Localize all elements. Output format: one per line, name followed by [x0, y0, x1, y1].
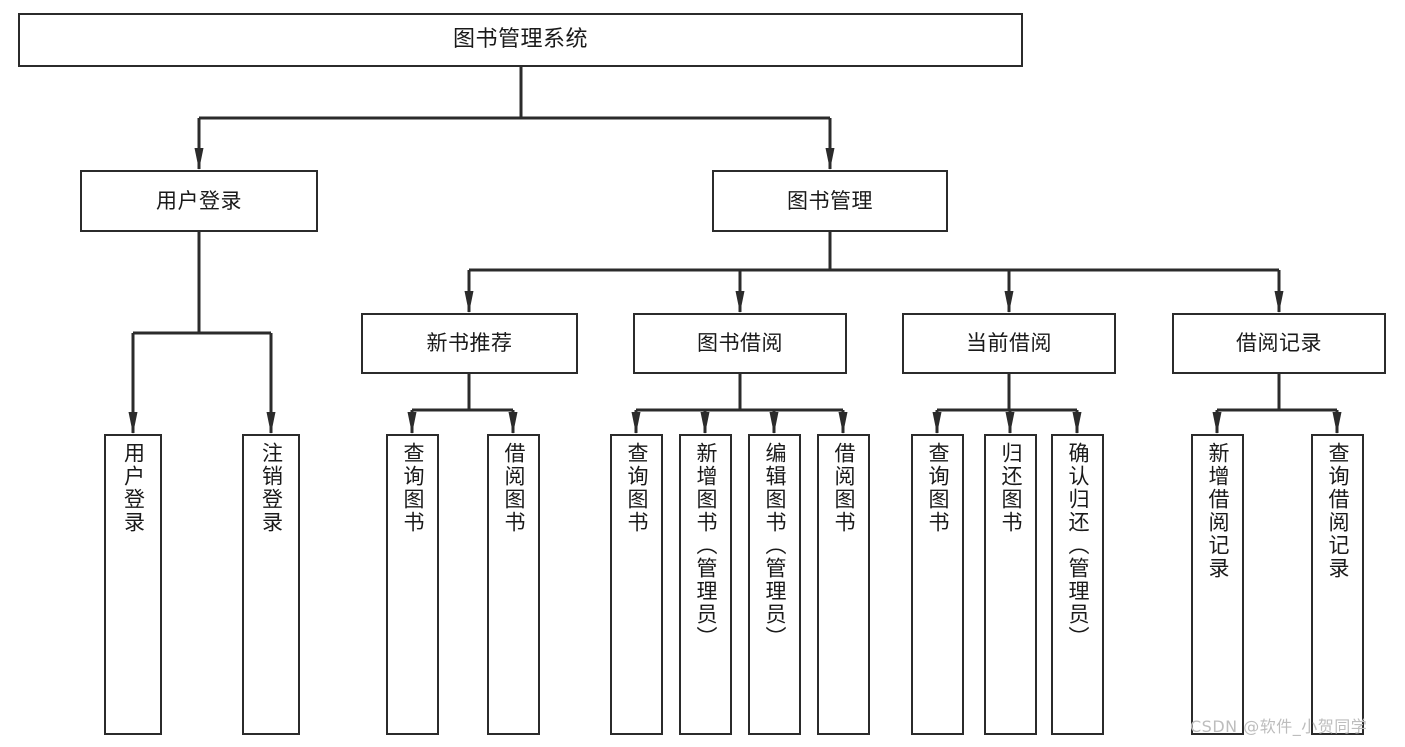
node-label: 借阅记录: [1236, 331, 1322, 356]
arrow-icon-borrow-record-1: [1332, 412, 1342, 434]
arrow-icon-book-manage-1: [735, 291, 745, 313]
node-label: 图书管理系统: [452, 27, 588, 53]
arrow-icon-user-login-0: [128, 412, 138, 434]
arrow-icon-user-login-1: [266, 412, 276, 434]
node-label: 新增图书（管理员）: [694, 442, 718, 649]
node-leaf-add-borrow-record: 新增借阅记录: [1191, 434, 1244, 735]
node-label: 借阅图书: [832, 442, 856, 534]
node-user-login: 用户登录: [80, 170, 318, 232]
arrow-icon-root-1: [825, 148, 835, 170]
node-current-borrow: 当前借阅: [902, 313, 1116, 374]
arrow-icon-borrow-record-0: [1212, 412, 1222, 434]
node-leaf-add-book: 新增图书（管理员）: [679, 434, 732, 735]
node-label: 查询图书: [401, 442, 425, 534]
node-label: 查询借阅记录: [1326, 442, 1350, 580]
node-label: 编辑图书（管理员）: [763, 442, 787, 649]
node-leaf-borrow-book-2: 借阅图书: [817, 434, 870, 735]
arrow-icon-book-manage-3: [1274, 291, 1284, 313]
node-book-borrow: 图书借阅: [633, 313, 847, 374]
node-book-manage: 图书管理: [712, 170, 948, 232]
node-leaf-edit-book: 编辑图书（管理员）: [748, 434, 801, 735]
arrow-icon-current-borrow-0: [932, 412, 942, 434]
arrow-icon-root-0: [194, 148, 204, 170]
node-label: 借阅图书: [502, 442, 526, 534]
node-borrow-record: 借阅记录: [1172, 313, 1386, 374]
arrow-icon-book-borrow-1: [700, 412, 710, 434]
node-label: 注销登录: [259, 442, 284, 534]
arrow-icon-book-manage-2: [1004, 291, 1014, 313]
node-label: 新书推荐: [426, 331, 513, 356]
arrow-icon-book-manage-0: [464, 291, 474, 313]
node-leaf-query-book-2: 查询图书: [610, 434, 663, 735]
node-label: 用户登录: [156, 188, 242, 213]
node-label: 当前借阅: [966, 331, 1052, 356]
arrow-icon-new-book-recommend-0: [407, 412, 417, 434]
node-leaf-return-book: 归还图书: [984, 434, 1037, 735]
node-leaf-user-logout: 注销登录: [242, 434, 300, 735]
arrow-icon-book-borrow-0: [631, 412, 641, 434]
arrow-icon-book-borrow-3: [838, 412, 848, 434]
arrow-icon-book-borrow-2: [769, 412, 779, 434]
arrow-icon-new-book-recommend-1: [508, 412, 518, 434]
node-label: 用户登录: [121, 442, 146, 534]
node-leaf-query-borrow-record: 查询借阅记录: [1311, 434, 1364, 735]
node-label: 查询图书: [625, 442, 649, 534]
node-leaf-query-book-1: 查询图书: [386, 434, 439, 735]
node-label: 图书借阅: [697, 331, 783, 356]
arrow-icon-current-borrow-1: [1005, 412, 1015, 434]
node-label: 图书管理: [787, 188, 873, 213]
node-label: 新增借阅记录: [1206, 442, 1230, 580]
node-root-system: 图书管理系统: [18, 13, 1023, 67]
node-leaf-borrow-book-1: 借阅图书: [487, 434, 540, 735]
node-leaf-confirm-return: 确认归还（管理员）: [1051, 434, 1104, 735]
node-new-book-recommend: 新书推荐: [361, 313, 578, 374]
node-label: 确认归还（管理员）: [1066, 442, 1090, 649]
node-leaf-query-book-3: 查询图书: [911, 434, 964, 735]
arrow-icon-current-borrow-2: [1072, 412, 1082, 434]
node-label: 归还图书: [999, 442, 1023, 534]
csdn-watermark: CSDN @软件_小贺同学: [1190, 717, 1368, 736]
node-leaf-user-login: 用户登录: [104, 434, 162, 735]
node-label: 查询图书: [926, 442, 950, 534]
